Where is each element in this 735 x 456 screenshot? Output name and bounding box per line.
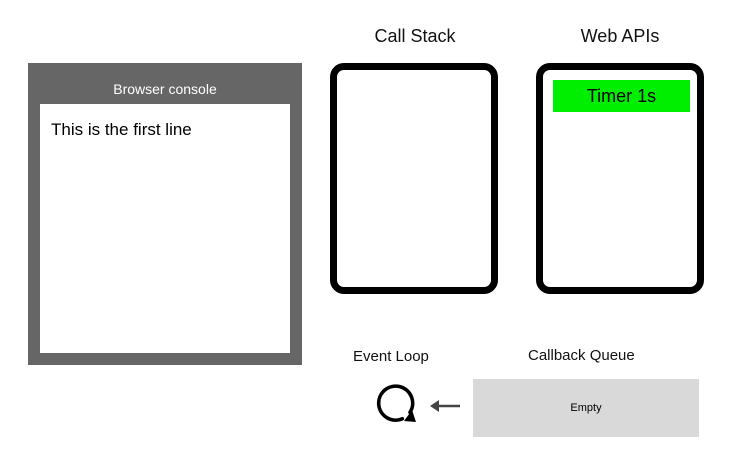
console-line: This is the first line	[51, 120, 192, 139]
call-stack-label: Call Stack	[374, 26, 456, 46]
timer-item: Timer 1s	[553, 80, 690, 112]
browser-console: Browser console This is the first line	[28, 63, 302, 365]
web-apis-label: Web APIs	[580, 26, 660, 46]
callback-queue-label: Callback Queue	[528, 347, 635, 364]
callback-queue-box: Empty	[473, 379, 699, 437]
console-output: This is the first line	[40, 104, 290, 353]
console-title: Browser console	[113, 81, 217, 97]
callback-queue-content: Empty	[570, 402, 602, 414]
refresh-loop-icon	[376, 384, 416, 422]
event-loop-label: Event Loop	[353, 348, 429, 365]
call-stack-panel	[330, 63, 498, 294]
left-arrow-icon	[430, 400, 460, 412]
